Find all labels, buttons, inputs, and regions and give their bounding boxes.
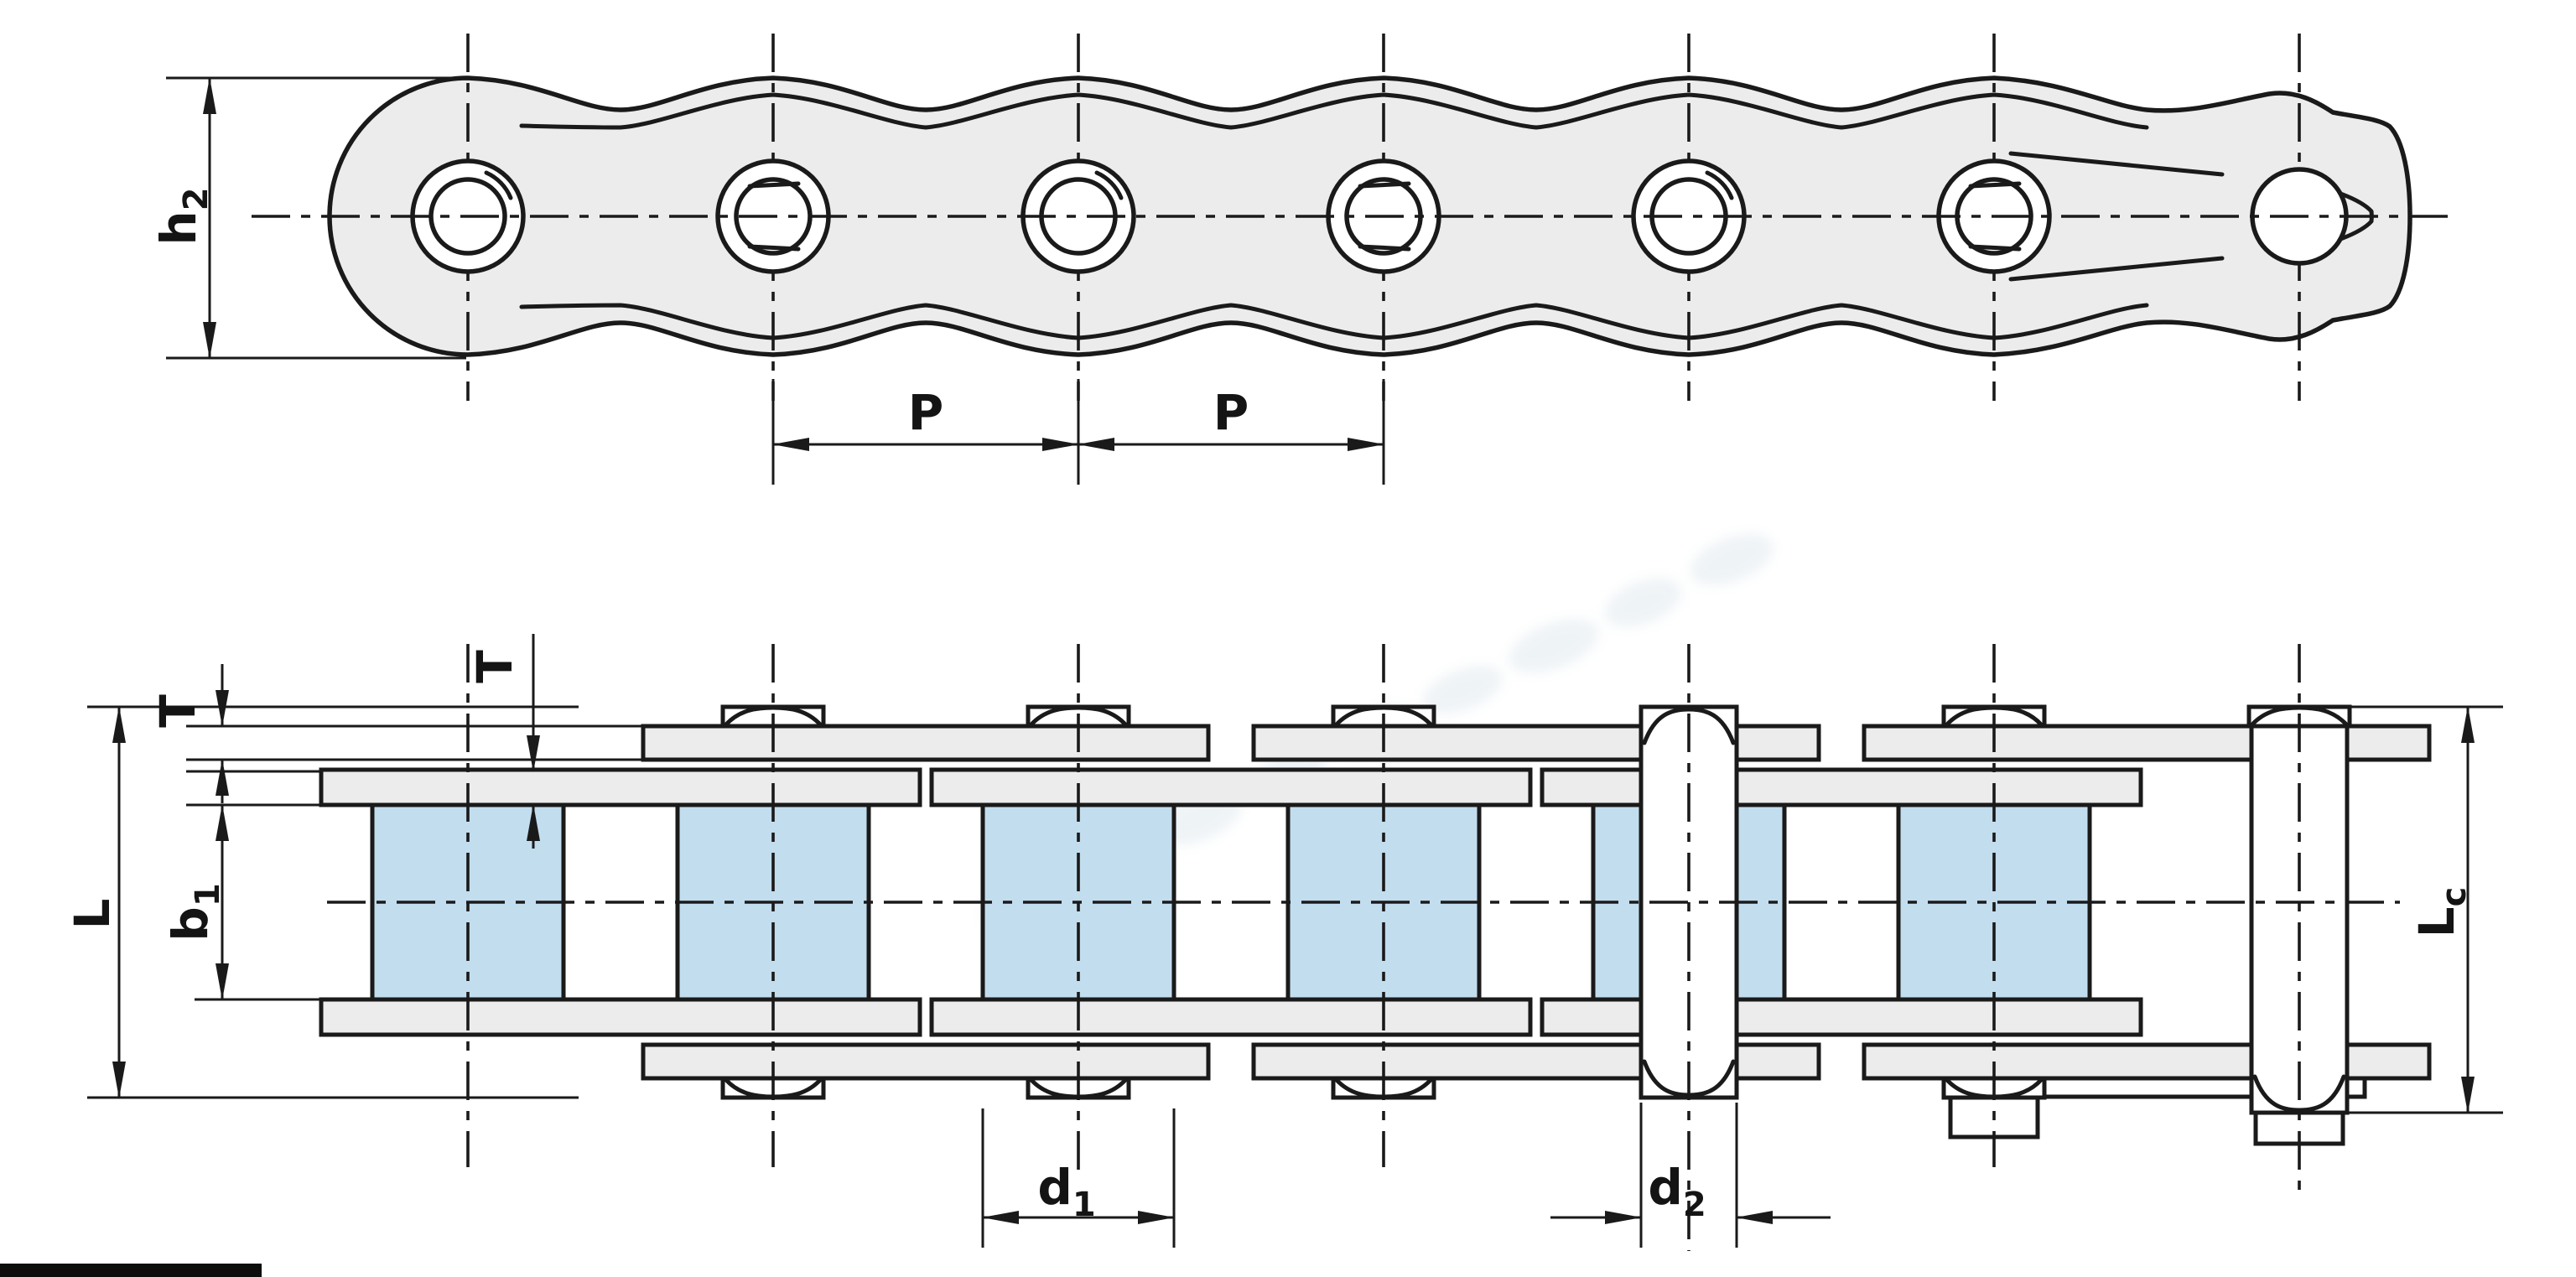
pitch-centerlines	[466, 644, 2301, 1251]
outer-plate-bottom	[641, 1042, 1211, 1081]
pin-cap-dome	[723, 705, 823, 728]
bushing-split-arc	[1705, 170, 1734, 200]
label-l: L	[64, 899, 121, 930]
inner-plate-top	[1540, 767, 2143, 807]
bushing-chord	[1968, 181, 2022, 252]
inner-plate-bottom	[1540, 997, 2143, 1037]
bushing-chord	[747, 181, 801, 252]
label-h2: h2	[150, 187, 216, 245]
label-t-outer: T	[149, 694, 206, 728]
side-view	[252, 34, 2455, 401]
pin-cap-dome	[1028, 705, 1129, 728]
label-t-inner: T	[466, 650, 523, 683]
l-extension-lines	[87, 705, 579, 1099]
dimensions	[87, 76, 2503, 1248]
t-outer-extension-lines	[186, 724, 643, 773]
plan-view	[319, 644, 2432, 1251]
label-p-right: P	[1213, 384, 1249, 441]
label-lc: Lc	[2408, 887, 2474, 938]
pin-cap-dome	[1333, 705, 1434, 728]
label-d2: d2	[1648, 1159, 1706, 1224]
dimension-labels: h2 P P T T L b1 d1 d2 Lc	[64, 187, 2474, 1224]
bushing-split-arc	[1094, 170, 1124, 200]
p-extension-lines	[771, 379, 1385, 485]
label-p-left: P	[908, 384, 944, 441]
inner-plate-bottom	[929, 997, 1533, 1037]
pin-holes	[410, 34, 2349, 401]
inner-plate-edge-top	[519, 92, 2149, 130]
label-b1: b1	[162, 883, 227, 941]
pin-end-dome	[1642, 707, 1736, 745]
inner-plate-bottom	[319, 997, 922, 1037]
pin-cap-dome	[2249, 705, 2350, 728]
label-d1: d1	[1037, 1159, 1095, 1224]
pin-end-dome	[2252, 1074, 2346, 1113]
inner-plate-top	[319, 767, 922, 807]
scan-artifact-bar	[0, 1264, 262, 1277]
outer-plate-top	[641, 724, 1211, 762]
d1-extension-lines	[981, 1108, 1176, 1248]
bushing-chord	[1358, 181, 1411, 252]
pin-cap-dome	[1944, 705, 2044, 728]
inner-plate-top	[929, 767, 1533, 807]
bushing-split-arc	[484, 170, 513, 200]
lc-extension-lines	[2348, 705, 2503, 1114]
